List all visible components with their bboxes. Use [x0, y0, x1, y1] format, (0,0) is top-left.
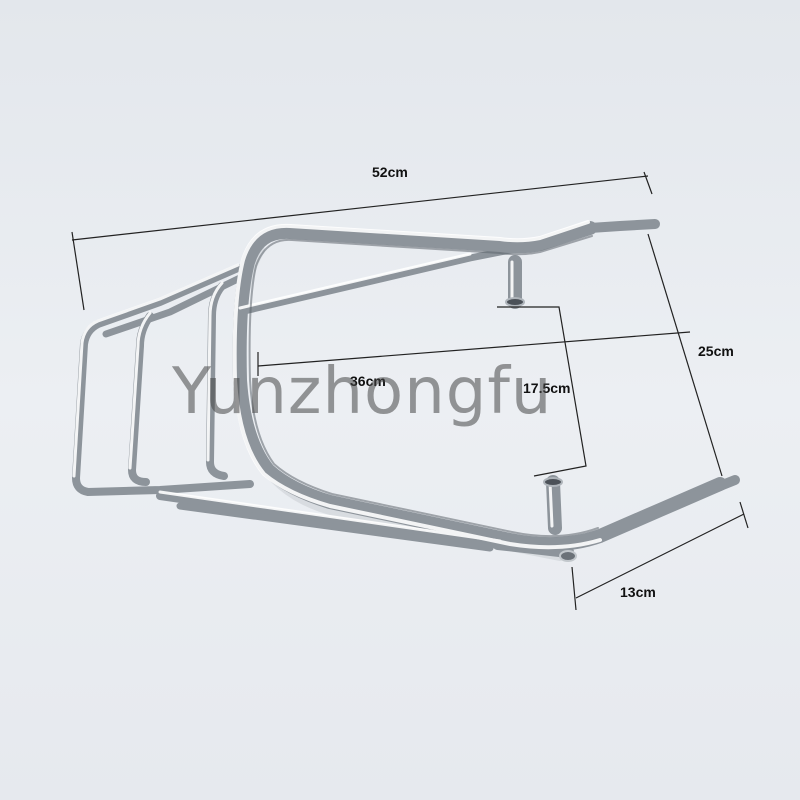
- chrome-rack: [72, 219, 740, 562]
- dimension-height-label: 25cm: [698, 343, 734, 359]
- watermark-text: Yunzhongfu: [172, 355, 553, 429]
- dimension-end-width-label: 13cm: [620, 584, 656, 600]
- dimension-length-label: 52cm: [372, 164, 408, 180]
- dimension-lines: [71, 171, 749, 611]
- dimension-inner-length-label: 36cm: [350, 373, 386, 389]
- dimension-mount-spacing-label: 17.5cm: [523, 380, 571, 396]
